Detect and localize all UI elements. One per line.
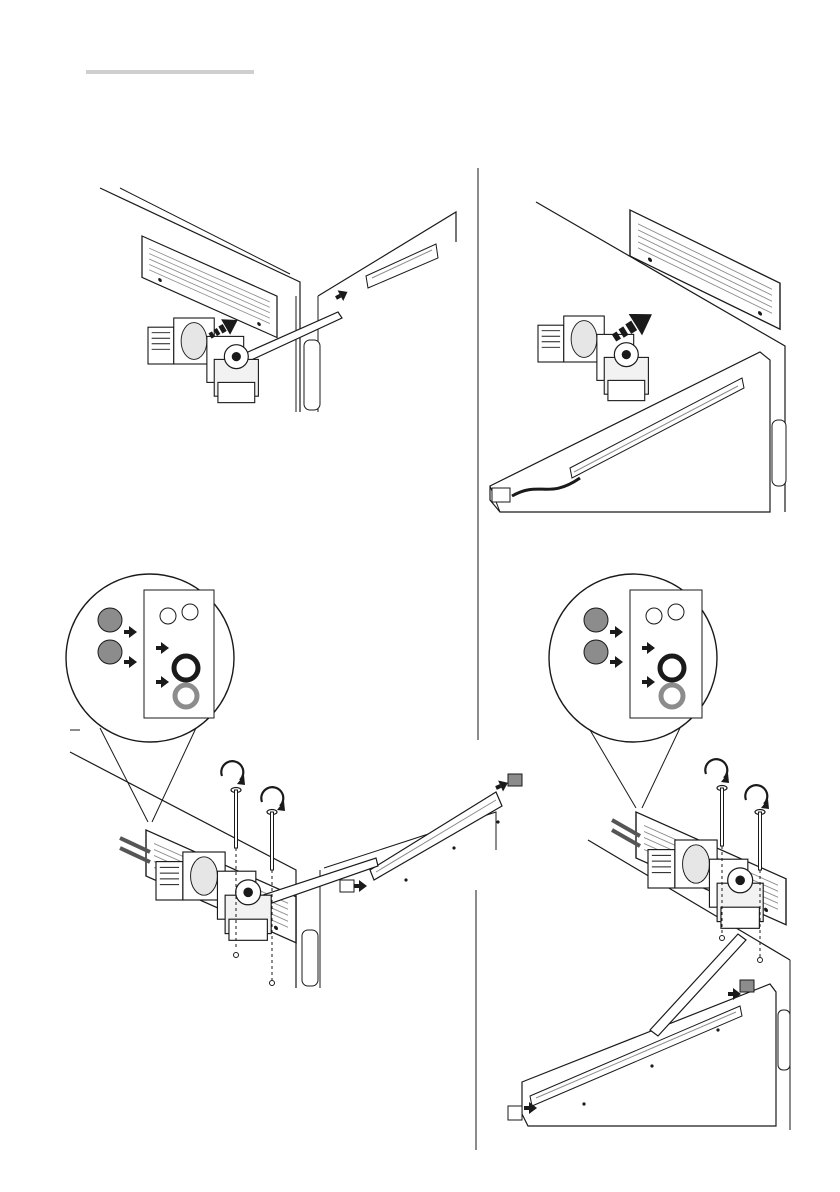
rotate-arrow-icon — [261, 787, 285, 811]
screw-icon — [231, 788, 241, 849]
figure-step-2 — [490, 202, 786, 512]
screw-icon — [755, 810, 765, 871]
figure-step-1 — [100, 188, 456, 412]
rotate-arrow-icon — [705, 759, 729, 783]
rotate-arrow-icon — [745, 785, 769, 809]
figure-step-3 — [70, 730, 522, 988]
screw-icon — [717, 786, 727, 847]
figure-step-4 — [508, 759, 790, 1130]
screw-icon — [267, 810, 277, 871]
push-arrow-icon — [333, 287, 350, 304]
detail-callout-right — [549, 574, 717, 808]
detail-callout-left — [66, 574, 234, 822]
rotate-arrow-icon — [221, 761, 245, 785]
